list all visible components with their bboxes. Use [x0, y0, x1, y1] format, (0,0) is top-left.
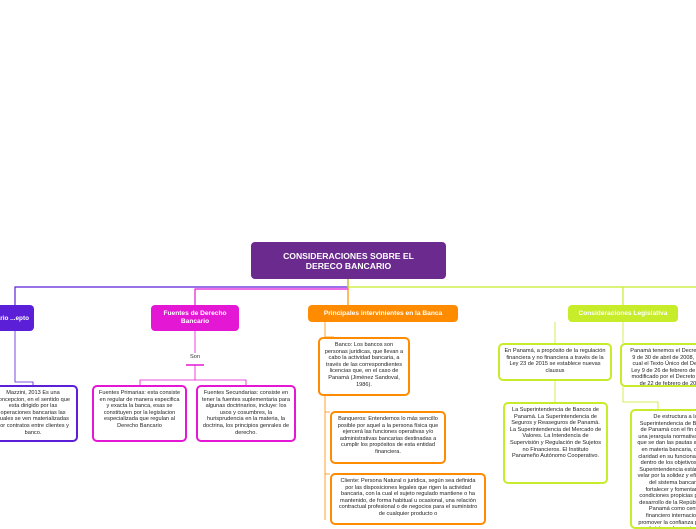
branch-concepto[interactable]: ...ncario ...epto: [0, 305, 34, 331]
note-fuentes-primarias[interactable]: Fuentes Primarias: esta consiste en regu…: [92, 385, 187, 442]
branch-fuentes[interactable]: Fuentes de Derecho Bancario: [151, 305, 239, 331]
note-legislativa-estructura[interactable]: De estructura a la Superintendencia de B…: [630, 409, 696, 529]
note-banqueros[interactable]: Banqueros: Entendemos lo más sencillo po…: [330, 411, 446, 464]
connector-legislativa: [347, 278, 696, 288]
son-label: Son: [190, 354, 200, 360]
root-topic[interactable]: CONSIDERACIONES SOBRE EL DERECO BANCARIO: [251, 242, 446, 279]
note-legislativa-decreto[interactable]: Panamá tenemos el Decreto Ley 9 de 30 de…: [620, 343, 696, 387]
connector-fuentes: [194, 278, 349, 305]
note-legislativa-ley23[interactable]: En Panamá, a propósito de la regulación …: [498, 343, 612, 381]
note-fuentes-secundarias[interactable]: Fuentes Secundarias: consiste en tener l…: [196, 385, 296, 442]
note-concepto[interactable]: Mazzini, 2013 Es una concepcion, en el s…: [0, 385, 78, 442]
note-legislativa-superintendencias[interactable]: La Superintendencia de Bancos de Panamá.…: [503, 402, 608, 484]
branch-intervinientes[interactable]: Principales intervinientes en la Banca: [308, 305, 458, 322]
note-cliente[interactable]: Cliente: Persona Natural o juridica, seg…: [330, 473, 486, 525]
connector-concepto: [14, 278, 349, 305]
note-banco[interactable]: Banco: Los bancos son personas juridicas…: [318, 337, 410, 396]
branch-legislativa[interactable]: Consideraciones Legislativa: [568, 305, 678, 322]
